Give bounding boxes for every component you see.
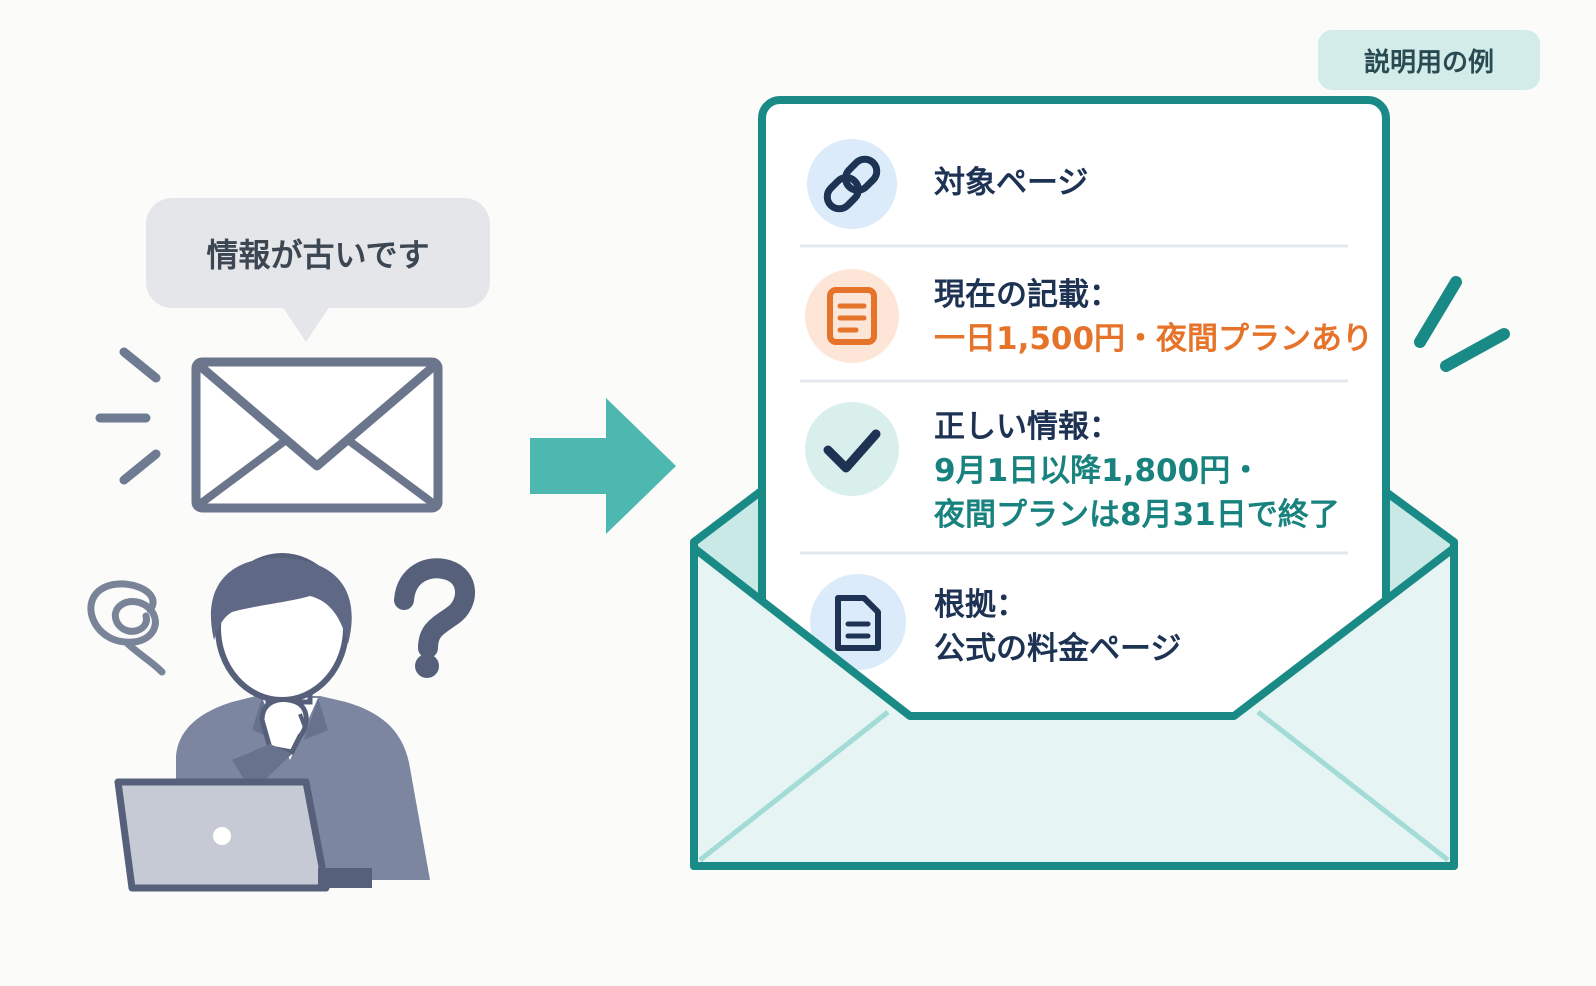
correct-info-label: 正しい情報： [934,409,1120,445]
target-page-label: 対象ページ [934,165,1089,201]
current-listing-row: 現在の記載： 一日1,500円・夜間プランあり [934,273,1373,361]
target-page-row: 対象ページ [934,161,1088,205]
mail-envelope-icon [191,357,443,513]
speech-bubble [146,198,490,342]
letter-paper [758,96,1390,724]
confusion-swirl-icon [87,580,166,676]
current-listing-value: 一日1,500円・夜間プランあり [934,321,1374,357]
correct-info-row: 正しい情報： 9月1日以降1,800円・ 夜間プランは8月31日で終了 [934,405,1340,537]
current-listing-label: 現在の記載： [934,277,1120,313]
document-lines-icon [805,269,899,363]
correct-info-line2: 夜間プランは8月31日で終了 [934,497,1340,533]
question-mark-icon [394,558,475,678]
sparkle-lines-icon [1414,276,1510,372]
arrow-right-icon [530,398,676,534]
example-badge: 説明用の例 [1318,30,1540,90]
source-value: 公式の料金ページ [934,631,1182,667]
motion-lines-icon [95,347,161,485]
correct-info-line1: 9月1日以降1,800円・ [934,453,1262,489]
check-icon [805,402,899,496]
source-row: 根拠： 公式の料金ページ [934,583,1181,671]
file-icon [810,574,906,670]
speech-bubble-text: 情報が古いです [206,236,430,274]
open-envelope-front [690,544,1458,870]
laptop-icon [114,778,372,892]
source-label: 根拠： [934,587,1027,623]
link-icon [807,139,897,229]
